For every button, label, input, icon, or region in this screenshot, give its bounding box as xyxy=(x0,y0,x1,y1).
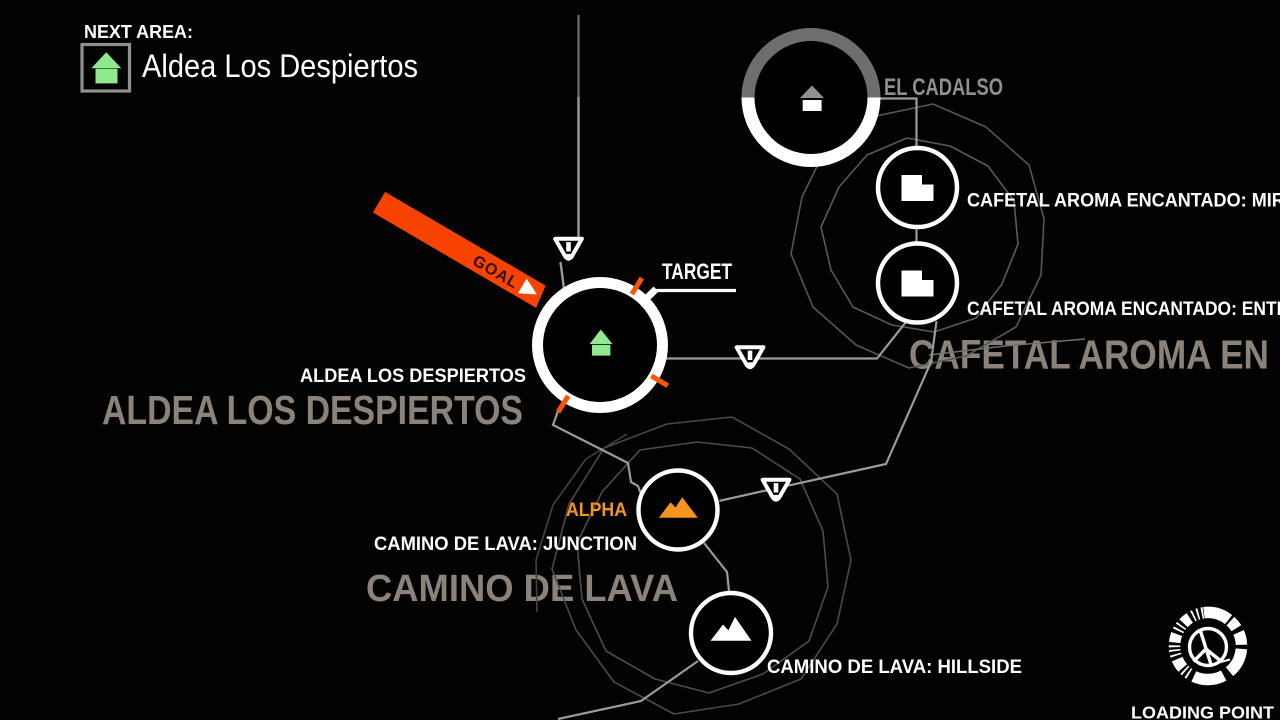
svg-text:ALDEA LOS DESPIERTOS: ALDEA LOS DESPIERTOS xyxy=(300,365,526,387)
svg-text:CAFETAL AROMA ENCANTADO: MIRAD: CAFETAL AROMA ENCANTADO: MIRADOR xyxy=(967,190,1280,212)
svg-text:EL CADALSO: EL CADALSO xyxy=(884,74,1003,101)
svg-text:ALDEA LOS DESPIERTOS: ALDEA LOS DESPIERTOS xyxy=(102,387,523,433)
svg-text:CAMINO DE LAVA: JUNCTION: CAMINO DE LAVA: JUNCTION xyxy=(374,533,637,555)
svg-text:Aldea Los Despiertos: Aldea Los Despiertos xyxy=(142,48,418,84)
svg-text:CAMINO DE LAVA: HILLSIDE: CAMINO DE LAVA: HILLSIDE xyxy=(767,656,1022,678)
svg-text:CAFETAL AROMA EN: CAFETAL AROMA EN xyxy=(909,332,1269,378)
svg-text:NEXT AREA:: NEXT AREA: xyxy=(84,22,193,42)
svg-text:CAFETAL AROMA ENCANTADO: ENTRA: CAFETAL AROMA ENCANTADO: ENTRADA xyxy=(967,298,1280,320)
svg-text:ALPHA: ALPHA xyxy=(566,500,627,521)
svg-text:LOADING POINT: LOADING POINT xyxy=(1131,703,1274,720)
svg-text:TARGET: TARGET xyxy=(662,259,732,284)
svg-text:CAMINO DE LAVA: CAMINO DE LAVA xyxy=(366,568,678,610)
